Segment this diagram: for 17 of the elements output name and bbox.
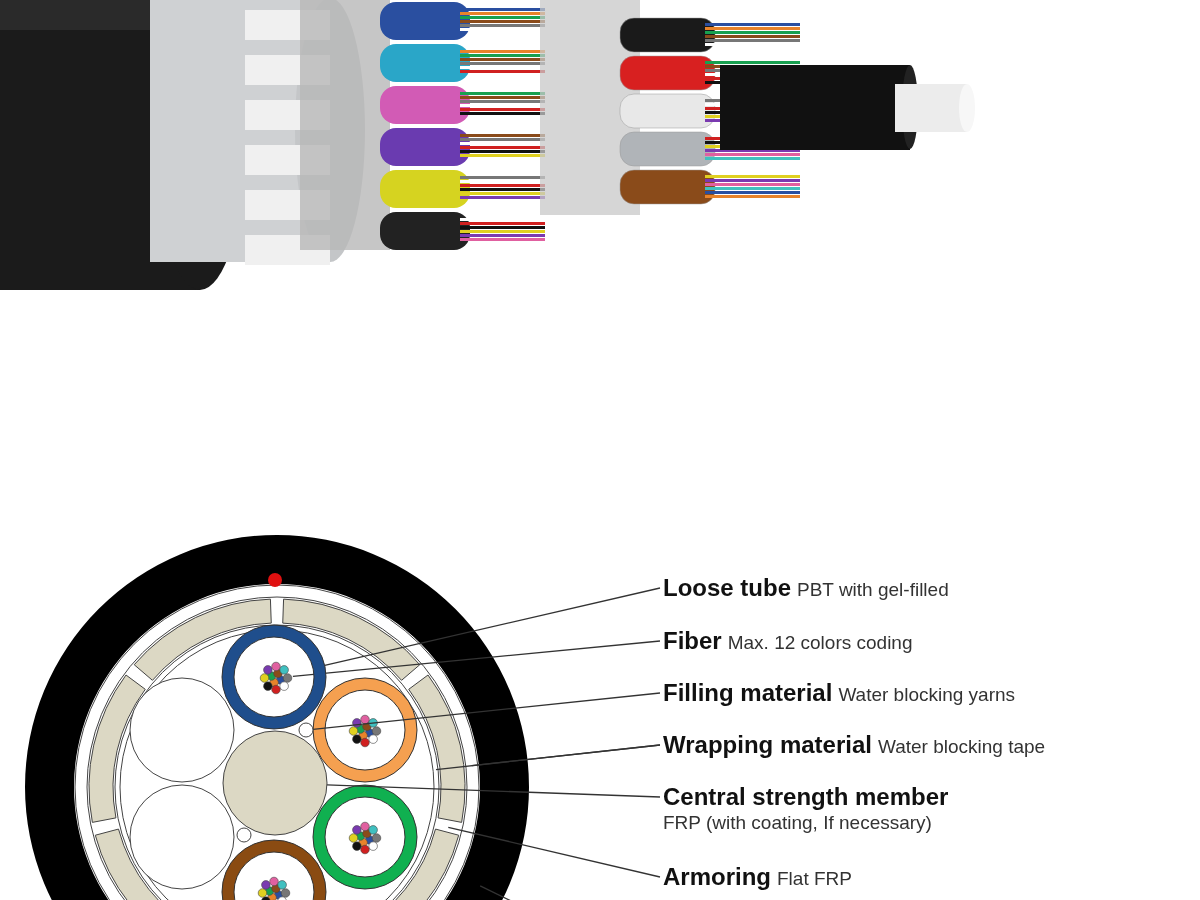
part-description: Water blocking yarns (838, 684, 1016, 705)
leader-line (471, 744, 661, 767)
part-name: Central strength member (663, 783, 949, 810)
part-name: Filling material (663, 679, 833, 706)
leader-line (292, 640, 661, 678)
part-name: Wrapping material (663, 731, 872, 758)
part-description: Water blocking tape (877, 736, 1046, 757)
leader-line (324, 587, 661, 666)
part-description: Flat FRP (777, 868, 852, 889)
part-description: Max. 12 colors coding (727, 632, 913, 653)
part-description: FRP (with coating, If necessary) (663, 811, 933, 835)
part-name: Armoring (663, 863, 771, 890)
leader-line (326, 784, 661, 798)
leader-line (447, 826, 661, 878)
part-name: Loose tube (663, 574, 791, 601)
part-description: PBT with gel-filled (797, 579, 949, 600)
part-name: Fiber (663, 627, 722, 654)
